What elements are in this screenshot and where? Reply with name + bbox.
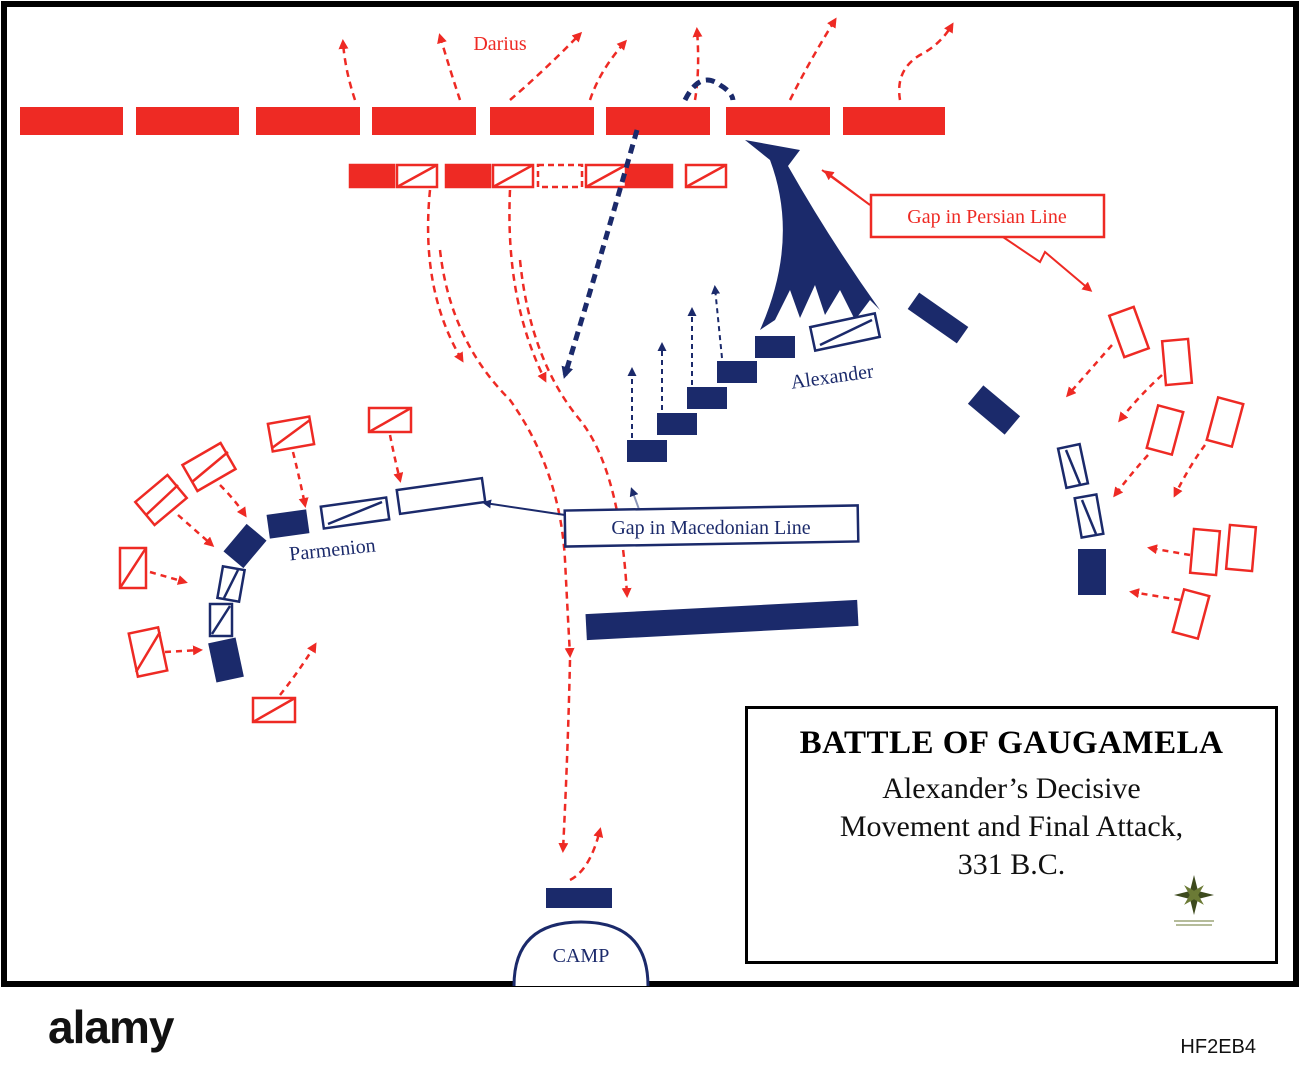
- map-subtitle-line1: Alexander’s Decisive: [882, 772, 1141, 805]
- alexander-advance-arrows: [627, 285, 723, 438]
- stock-id: HF2EB4: [1180, 1036, 1256, 1058]
- watermark-logo: alamy: [48, 1001, 174, 1053]
- title-box: BATTLE OF GAUGAMELA Alexander’s Decisive…: [745, 706, 1278, 964]
- alexander-staircase: [627, 336, 795, 462]
- camp-outline: [512, 920, 650, 987]
- darius-escape-arrow: [682, 77, 736, 102]
- map-subtitle-line2: Movement and Final Attack,: [839, 810, 1184, 843]
- battle-map: Gap in Persian Line Gap in Macedonian Li…: [1, 1, 1299, 987]
- companion-pursuit-arrow: [561, 129, 640, 379]
- darius-label: Darius: [473, 33, 527, 55]
- camp-label: CAMP: [553, 945, 610, 967]
- parmenion-wing: [208, 509, 310, 683]
- alexander-wedge-attack: [745, 140, 880, 330]
- macedonian-right-wing-boxes: [1056, 442, 1105, 540]
- persian-second-line: [348, 163, 728, 189]
- persian-advance-arrows: [426, 189, 632, 882]
- gap-macedonian-label: Gap in Macedonian Line: [611, 517, 810, 539]
- gap-macedonian-label-box: [563, 504, 860, 548]
- compass-star-icon: [1174, 875, 1214, 926]
- camp-guard: [546, 888, 612, 908]
- macedonian-rear-line: [585, 599, 859, 641]
- parmenion-wing-boxes: [208, 476, 487, 638]
- map-title: BATTLE OF GAUGAMELA: [799, 725, 1224, 761]
- gap-macedonian-pointer: [482, 499, 566, 516]
- persian-front-line: [20, 107, 945, 135]
- persian-left-attackers: [118, 406, 413, 724]
- persian-right-attack-arrows: [1066, 344, 1207, 602]
- map-subtitle-line3: 331 B.C.: [957, 848, 1066, 881]
- persian-left-attack-arrows: [149, 434, 404, 696]
- macedonian-right-wing: [907, 292, 1106, 595]
- persian-right-attackers: [1107, 305, 1258, 641]
- alexander-companion-box: [808, 311, 882, 353]
- watermark-bar: [0, 990, 1300, 1076]
- gap-persian-label-box: [869, 193, 1106, 239]
- persian-retreat-arrows: [338, 17, 954, 101]
- gap-persian-label: Gap in Persian Line: [907, 206, 1067, 228]
